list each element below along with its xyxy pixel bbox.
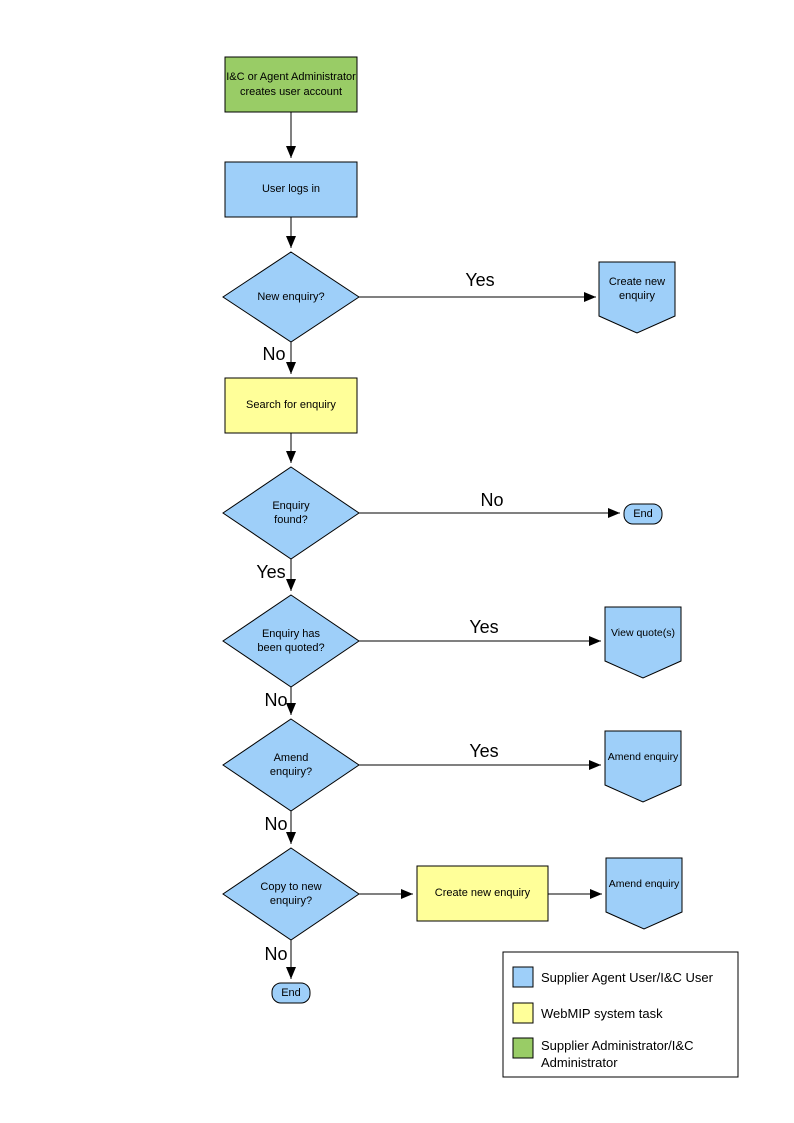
edge-label-enquiry-quoted-no: No (264, 690, 288, 710)
edge-label-new-enquiry-yes: Yes (465, 270, 495, 290)
decision-copy-to-new-enquiry-label: Copy to new enquiry? (260, 880, 322, 907)
edge-label-amend-enquiry-no: No (264, 814, 288, 834)
terminator-end-right-label: End (633, 507, 653, 520)
process-user-logs-in-label: User logs in (261, 183, 321, 196)
legend-swatch-admin (512, 1037, 534, 1059)
offpage-view-quotes-shape (604, 606, 682, 679)
decision-new-enquiry-label: New enquiry? (257, 290, 325, 303)
edge-label-enquiry-quoted-yes: Yes (469, 617, 499, 637)
decision-amend-enquiry-label: Amend enquiry? (269, 751, 313, 778)
decision-enquiry-found-label: Enquiry found? (272, 499, 310, 526)
offpage-amend-enquiry-label: Amend enquiry (607, 751, 679, 764)
legend-box (502, 951, 739, 1078)
task-create-new-enquiry-label: Create new enquiry (434, 887, 531, 900)
offpage-amend-enquiry-2-label: Amend enquiry (608, 878, 680, 891)
process-user-logs-in-shape (224, 161, 358, 218)
task-search-for-enquiry-label: Search for enquiry (246, 399, 336, 412)
offpage-create-new-enquiry-shape (598, 261, 676, 334)
edge-label-amend-enquiry-yes: Yes (469, 741, 499, 761)
offpage-amend-enquiry-2-shape (605, 857, 683, 930)
task-search-for-enquiry-shape (224, 377, 358, 434)
edge-label-enquiry-found-no: No (480, 490, 504, 510)
terminator-end-bottom-shape (271, 982, 311, 1004)
edge-label-new-enquiry-no: No (262, 344, 286, 364)
legend-swatch-user (512, 966, 534, 988)
terminator-end-right-shape (623, 503, 663, 525)
terminator-end-bottom-label: End (281, 986, 301, 999)
legend-item-admin-label: Supplier Administrator/I&C Administrator (541, 1038, 694, 1070)
offpage-create-new-enquiry-label: Create new enquiry (608, 275, 666, 302)
legend-swatch-system (512, 1002, 534, 1024)
legend-item-user-label: Supplier Agent User/I&C User (541, 970, 713, 985)
edge-label-copy-to-new-enquiry-no: No (264, 944, 288, 964)
offpage-amend-enquiry-shape (604, 730, 682, 803)
decision-enquiry-quoted-label: Enquiry has been quoted? (257, 627, 325, 654)
process-create-account-label: I&C or Agent Administrator creates user … (226, 71, 356, 98)
process-create-account-shape (224, 56, 358, 113)
edge-label-enquiry-found-yes: Yes (256, 562, 286, 582)
offpage-view-quotes-label: View quote(s) (610, 627, 675, 640)
legend-item-system-label: WebMIP system task (541, 1006, 663, 1021)
